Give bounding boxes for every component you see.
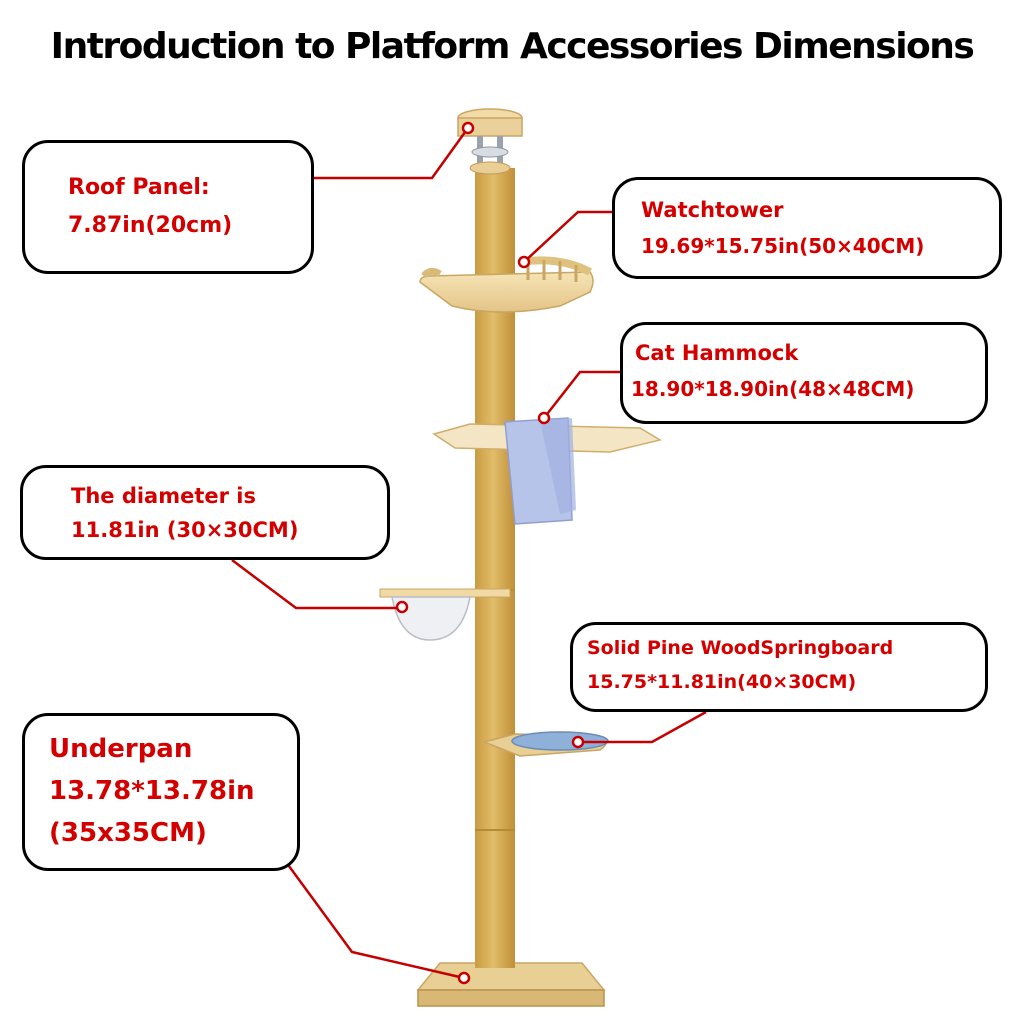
underpan-label: Underpan: [49, 734, 193, 764]
diameter-size: 11.81in (30×30CM): [71, 518, 299, 542]
springboard-size: 15.75*11.81in(40×30CM): [587, 671, 857, 693]
leader-hammock: [543, 370, 620, 419]
watchtower-size: 19.69*15.75in(50×40CM): [641, 234, 925, 258]
underpan-size-cm: (35x35CM): [49, 818, 207, 848]
roof-panel: [457, 108, 523, 175]
leader-diameter: [231, 559, 400, 610]
leader-under: [284, 861, 465, 980]
hammock-platform: [432, 417, 662, 525]
underpan-base: [416, 962, 606, 1007]
callout-cat-hammock: Cat Hammock 18.90*18.90in(48×48CM): [620, 322, 988, 424]
callout-underpan: Underpan 13.78*13.78in (35x35CM): [22, 713, 300, 871]
diameter-label: The diameter is: [71, 484, 257, 508]
roof-panel-size: 7.87in(20cm): [68, 213, 233, 238]
page-title: Introduction to Platform Accessories Dim…: [50, 26, 975, 67]
callout-watchtower: Watchtower 19.69*15.75in(50×40CM): [612, 177, 1002, 279]
leader-roof: [314, 127, 470, 180]
watchtower-label: Watchtower: [641, 198, 784, 222]
leader-watch: [523, 210, 612, 263]
springboard-label: Solid Pine WoodSpringboard: [587, 637, 894, 659]
callout-diameter: The diameter is 11.81in (30×30CM): [20, 465, 390, 560]
bowl-platform: [379, 588, 511, 641]
callout-springboard: Solid Pine WoodSpringboard 15.75*11.81in…: [570, 622, 988, 712]
roof-panel-label: Roof Panel:: [68, 175, 210, 200]
callout-roof-panel: Roof Panel: 7.87in(20cm): [22, 140, 314, 274]
hammock-size: 18.90*18.90in(48×48CM): [631, 377, 915, 401]
hammock-label: Cat Hammock: [635, 341, 799, 365]
underpan-size-in: 13.78*13.78in: [49, 776, 255, 806]
leader-spring: [578, 710, 707, 744]
